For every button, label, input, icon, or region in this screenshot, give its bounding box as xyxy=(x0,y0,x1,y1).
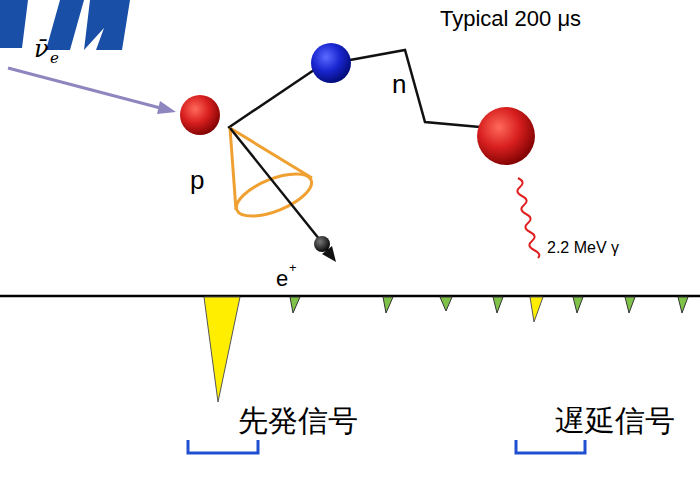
gamma-label: 2.2 MeV γ xyxy=(544,238,622,258)
positron-charge: + xyxy=(289,261,297,276)
neutrino-line xyxy=(8,68,168,110)
neutron-track xyxy=(228,70,314,128)
prompt-pulse xyxy=(204,297,240,402)
prompt-signal-label: 先発信号 xyxy=(238,404,358,439)
delayed-signal-label: 遅延信号 xyxy=(555,404,675,439)
positron-track xyxy=(230,128,328,250)
neutrino-subscript: e xyxy=(50,50,59,67)
gamma-wave xyxy=(517,178,539,258)
proton-label: p xyxy=(190,166,204,196)
positron-label: e xyxy=(276,266,288,291)
signal-baseline xyxy=(0,295,700,298)
delayed-pulse xyxy=(530,297,543,322)
positron-ball xyxy=(314,236,330,252)
noise-pulses xyxy=(290,297,688,313)
capture-nucleus xyxy=(477,107,535,165)
proton-ball xyxy=(180,95,220,135)
neutrino-arrowhead xyxy=(157,101,176,114)
logo-fragment xyxy=(0,0,130,50)
time-note: Typical 200 μs xyxy=(440,6,581,31)
neutron-ball xyxy=(311,43,351,83)
delayed-bracket xyxy=(516,440,585,453)
neutron-walk xyxy=(350,50,480,127)
neutrino-symbol: ν̄ xyxy=(34,36,49,64)
prompt-bracket xyxy=(188,440,258,453)
neutron-label: n xyxy=(392,70,406,100)
